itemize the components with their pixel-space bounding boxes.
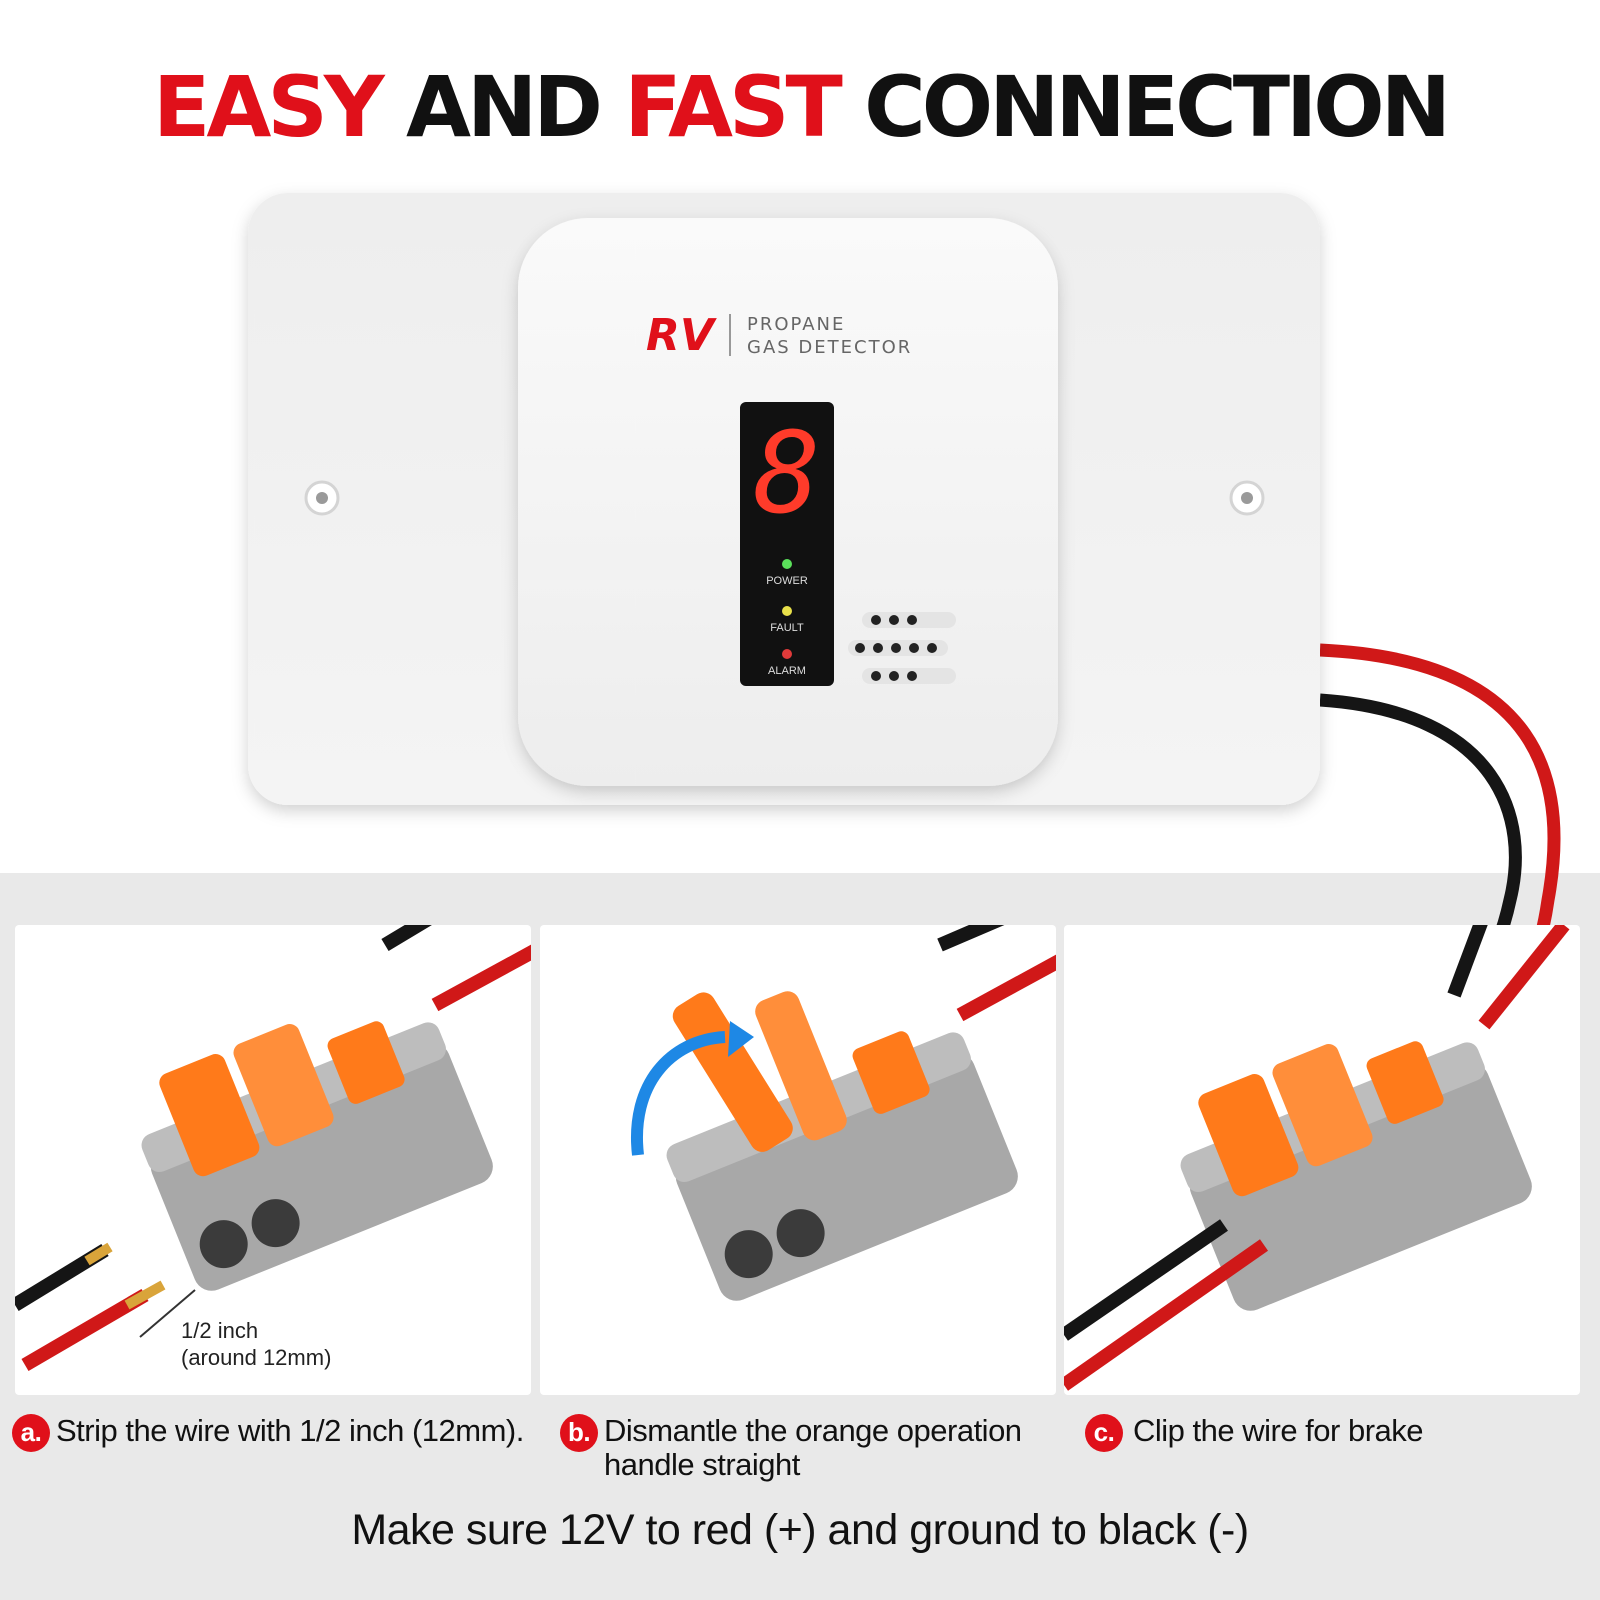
step-b-image <box>540 925 1056 1395</box>
wire-connector <box>141 1021 493 1291</box>
strip-length-label: 1/2 inch (around 12mm) <box>181 1317 331 1371</box>
headline-word-connection: CONNECTION <box>864 58 1451 156</box>
step-b-text-line1: Dismantle the orange operation <box>604 1413 1022 1448</box>
brand-line-2: GAS DETECTOR <box>747 337 912 358</box>
headline: EASY AND FAST CONNECTION <box>0 58 1600 156</box>
step-a-text: Strip the wire with 1/2 inch (12mm). <box>56 1413 524 1448</box>
step-b-text-line2: handle straight <box>604 1447 800 1482</box>
orange-handle-raised <box>672 992 793 1152</box>
polarity-note: Make sure 12V to red (+) and ground to b… <box>351 1506 1249 1554</box>
seven-segment-display: 8 <box>753 409 820 539</box>
headline-word-and: AND <box>405 58 603 156</box>
step-b-badge: b. <box>560 1414 598 1452</box>
step-a-image: 1/2 inch (around 12mm) <box>15 925 531 1395</box>
display-panel <box>740 402 834 686</box>
rotate-arrow <box>631 1031 726 1156</box>
power-label: POWER <box>766 575 808 587</box>
wire-connector-clipped <box>1180 1041 1532 1311</box>
brand-line-1: PROPANE <box>747 314 845 335</box>
fault-led <box>782 606 792 616</box>
strip-length-inch: 1/2 inch <box>181 1318 259 1343</box>
step-c-image <box>1064 925 1580 1395</box>
rv-logo: RV <box>646 310 717 361</box>
alarm-label: ALARM <box>768 665 806 677</box>
fault-label: FAULT <box>770 622 804 634</box>
speaker-grille <box>848 612 956 684</box>
alarm-led <box>782 649 792 659</box>
strip-length-mm: (around 12mm) <box>181 1345 332 1370</box>
step-a-badge: a. <box>12 1414 50 1452</box>
power-led <box>782 559 792 569</box>
wire-connector-open <box>666 991 1018 1301</box>
step-c-text: Clip the wire for brake <box>1133 1413 1424 1448</box>
headline-word-easy: EASY <box>152 58 385 156</box>
step-c-badge: c. <box>1085 1414 1123 1452</box>
headline-word-fast: FAST <box>624 58 843 156</box>
